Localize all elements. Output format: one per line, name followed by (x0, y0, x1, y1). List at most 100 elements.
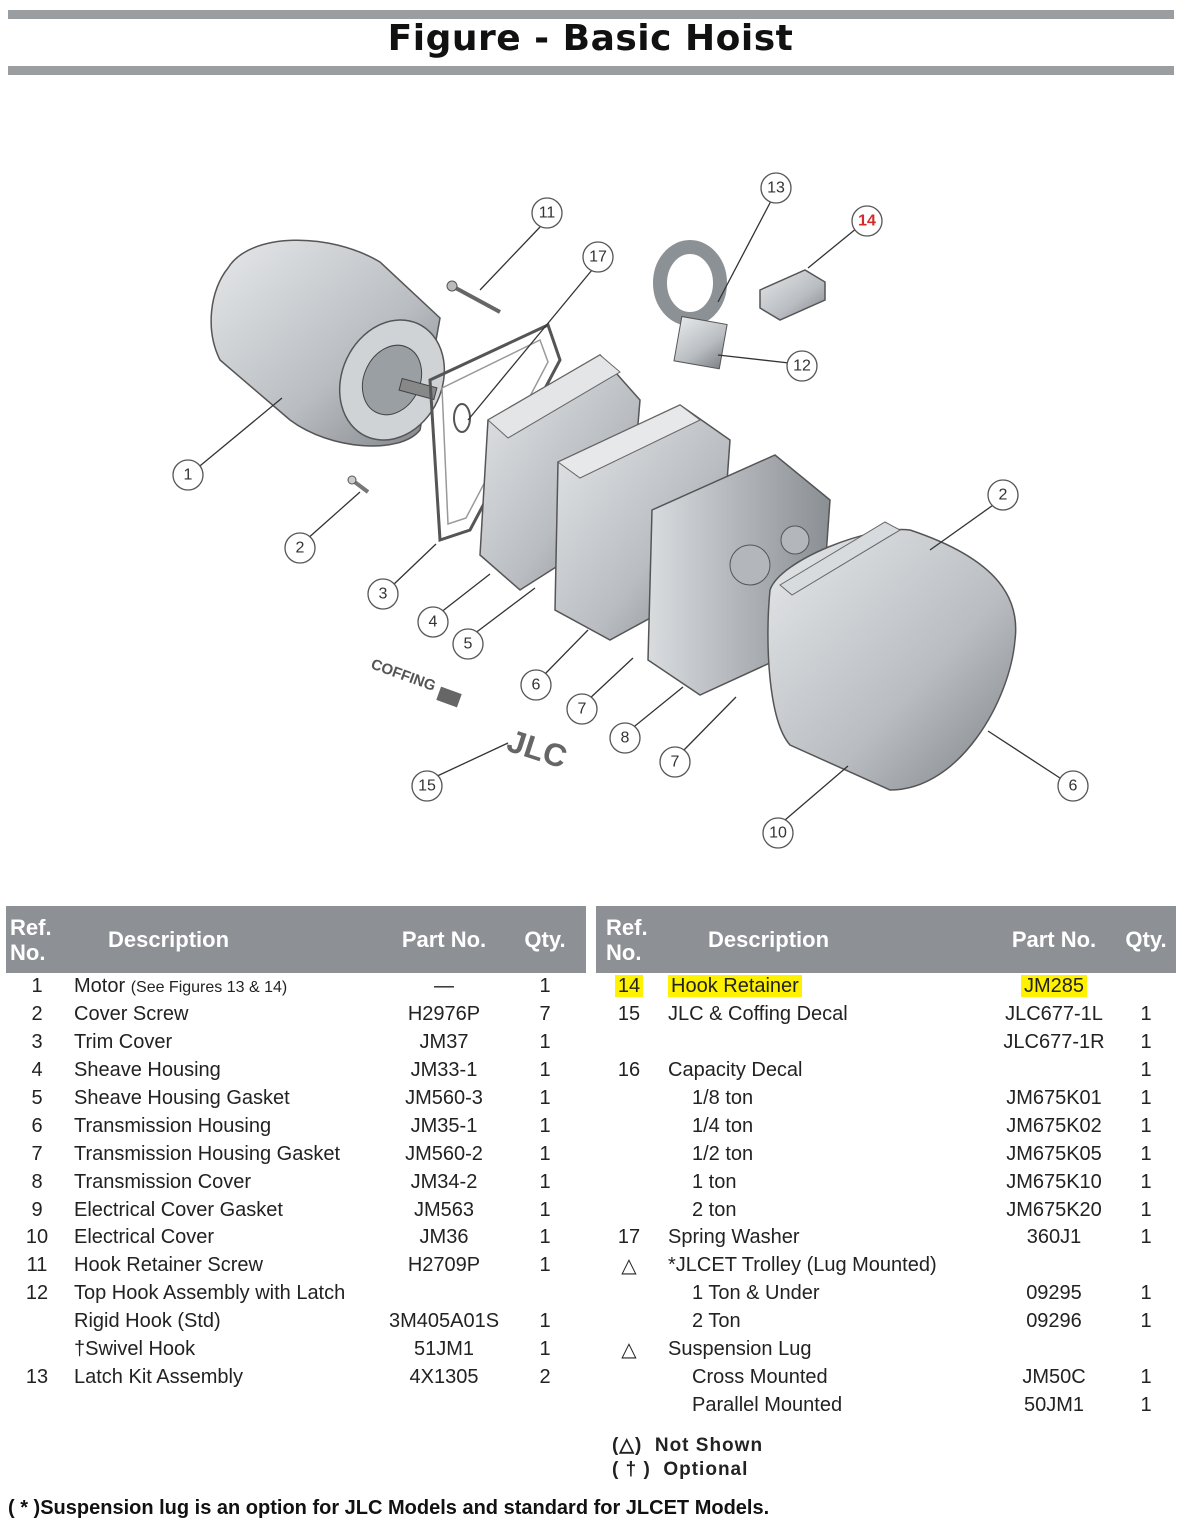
ref-cell: 16 (596, 1057, 662, 1085)
description-cell-text: Sheave Housing (74, 1059, 221, 1082)
ref-cell (596, 1029, 662, 1057)
part-number-cell: 50JM1 (992, 1391, 1116, 1419)
jlc-decal-text: JLC (503, 722, 572, 775)
description-cell: Transmission Housing Gasket (68, 1140, 384, 1168)
part-number-cell-text: 09295 (1026, 1282, 1082, 1305)
electrical-cover-part (767, 521, 1017, 791)
qty-cell-text: 1 (539, 1087, 551, 1109)
ref-cell (6, 1308, 68, 1336)
part-number-cell: JLC677-1R (992, 1029, 1116, 1057)
qty-cell: 1 (504, 1168, 586, 1196)
qty-cell: 7 (504, 1001, 586, 1029)
callout-15: 15 (411, 770, 443, 802)
description-cell: Sheave Housing (68, 1057, 384, 1085)
svg-text:17: 17 (589, 249, 607, 266)
description-cell: Sheave Housing Gasket (68, 1085, 384, 1113)
ref-cell (596, 1391, 662, 1419)
ref-cell (596, 1112, 662, 1140)
callout-4: 4 (417, 606, 449, 638)
ref-cell (596, 1280, 662, 1308)
description-note: (See Figures 13 & 14) (130, 979, 288, 997)
header-ref: Ref. No. (6, 906, 68, 973)
table-header-row: Ref. No. Description Part No. Qty. (596, 906, 1176, 973)
qty-cell (504, 1280, 586, 1308)
top-rule (8, 10, 1174, 19)
ref-cell (596, 1363, 662, 1391)
callout-11: 11 (531, 197, 563, 229)
qty-cell-text: 1 (1140, 1031, 1152, 1054)
cover-screw-part-left (347, 475, 370, 494)
qty-cell-text: 1 (1140, 1142, 1152, 1165)
ref-cell-text: 9 (31, 1198, 43, 1221)
part-number-cell-text: H2709P (407, 1254, 481, 1277)
callout-13: 13 (760, 172, 792, 204)
ref-cell: 14 (596, 973, 662, 1001)
description-cell-text: Spring Washer (668, 1226, 800, 1249)
qty-cell-text: 7 (539, 1003, 551, 1026)
ref-cell-text: 16 (617, 1059, 641, 1082)
description-cell: Electrical Cover (68, 1224, 384, 1252)
part-number-cell: 4X1305 (384, 1363, 504, 1391)
description-cell: Latch Kit Assembly (68, 1363, 384, 1391)
part-number-cell: 360J1 (992, 1224, 1116, 1252)
part-number-cell-text: JM37 (419, 1031, 469, 1054)
legend-optional: ( † ) Optional (612, 1459, 749, 1480)
qty-cell: 1 (504, 1057, 586, 1085)
part-number-cell-text: JM563 (413, 1198, 475, 1221)
ref-cell: 12 (6, 1280, 68, 1308)
qty-cell: 1 (504, 1085, 586, 1113)
description-cell: Trim Cover (68, 1029, 384, 1057)
part-number-cell: JM675K20 (992, 1196, 1116, 1224)
part-number-cell-text: 4X1305 (409, 1365, 479, 1388)
svg-text:1: 1 (184, 467, 193, 484)
part-number-cell: 09296 (992, 1308, 1116, 1336)
ref-cell-text: 1 (31, 975, 43, 998)
part-number-cell: JM36 (384, 1224, 504, 1252)
svg-text:3: 3 (379, 586, 388, 603)
part-number-cell: 09295 (992, 1280, 1116, 1308)
ref-cell-text: 11 (26, 1254, 48, 1277)
ref-cell: 17 (596, 1224, 662, 1252)
part-number-cell-text: JM675K05 (1006, 1142, 1102, 1165)
part-number-cell-text: 50JM1 (1023, 1393, 1085, 1416)
description-cell: Motor (See Figures 13 & 14) (68, 973, 384, 1001)
callout-17: 17 (582, 241, 614, 273)
svg-text:10: 10 (769, 825, 787, 842)
header-description: Description (662, 906, 992, 973)
description-cell-text: †Swivel Hook (74, 1338, 196, 1361)
part-number-cell-text: JM35-1 (410, 1114, 478, 1137)
part-number-cell: JM675K02 (992, 1112, 1116, 1140)
qty-cell: 1 (1116, 1363, 1176, 1391)
description-cell-text: Electrical Cover (74, 1226, 215, 1249)
description-cell: 2 ton (662, 1196, 992, 1224)
ref-cell: △ (596, 1336, 662, 1364)
part-number-cell-text: JM675K10 (1006, 1170, 1102, 1193)
ref-cell-text: 10 (25, 1226, 49, 1249)
ref-cell-text: 14 (614, 975, 644, 998)
description-cell: 2 Ton (662, 1308, 992, 1336)
description-cell: 1/4 ton (662, 1112, 992, 1140)
ref-cell-text: 17 (617, 1226, 641, 1249)
qty-cell: 1 (504, 1224, 586, 1252)
description-cell (662, 1029, 992, 1057)
callout-12: 12 (786, 350, 818, 382)
part-number-cell: JM675K01 (992, 1085, 1116, 1113)
ref-cell-text: 5 (31, 1087, 43, 1109)
part-number-cell: 51JM1 (384, 1336, 504, 1364)
part-number-cell: JM34-2 (384, 1168, 504, 1196)
motor-part (210, 239, 446, 447)
part-number-cell-text: 3M405A01S (388, 1310, 500, 1333)
qty-cell: 1 (1116, 1112, 1176, 1140)
description-cell-text: 2 Ton (692, 1310, 741, 1333)
callout-6-right: 6 (1057, 770, 1089, 802)
